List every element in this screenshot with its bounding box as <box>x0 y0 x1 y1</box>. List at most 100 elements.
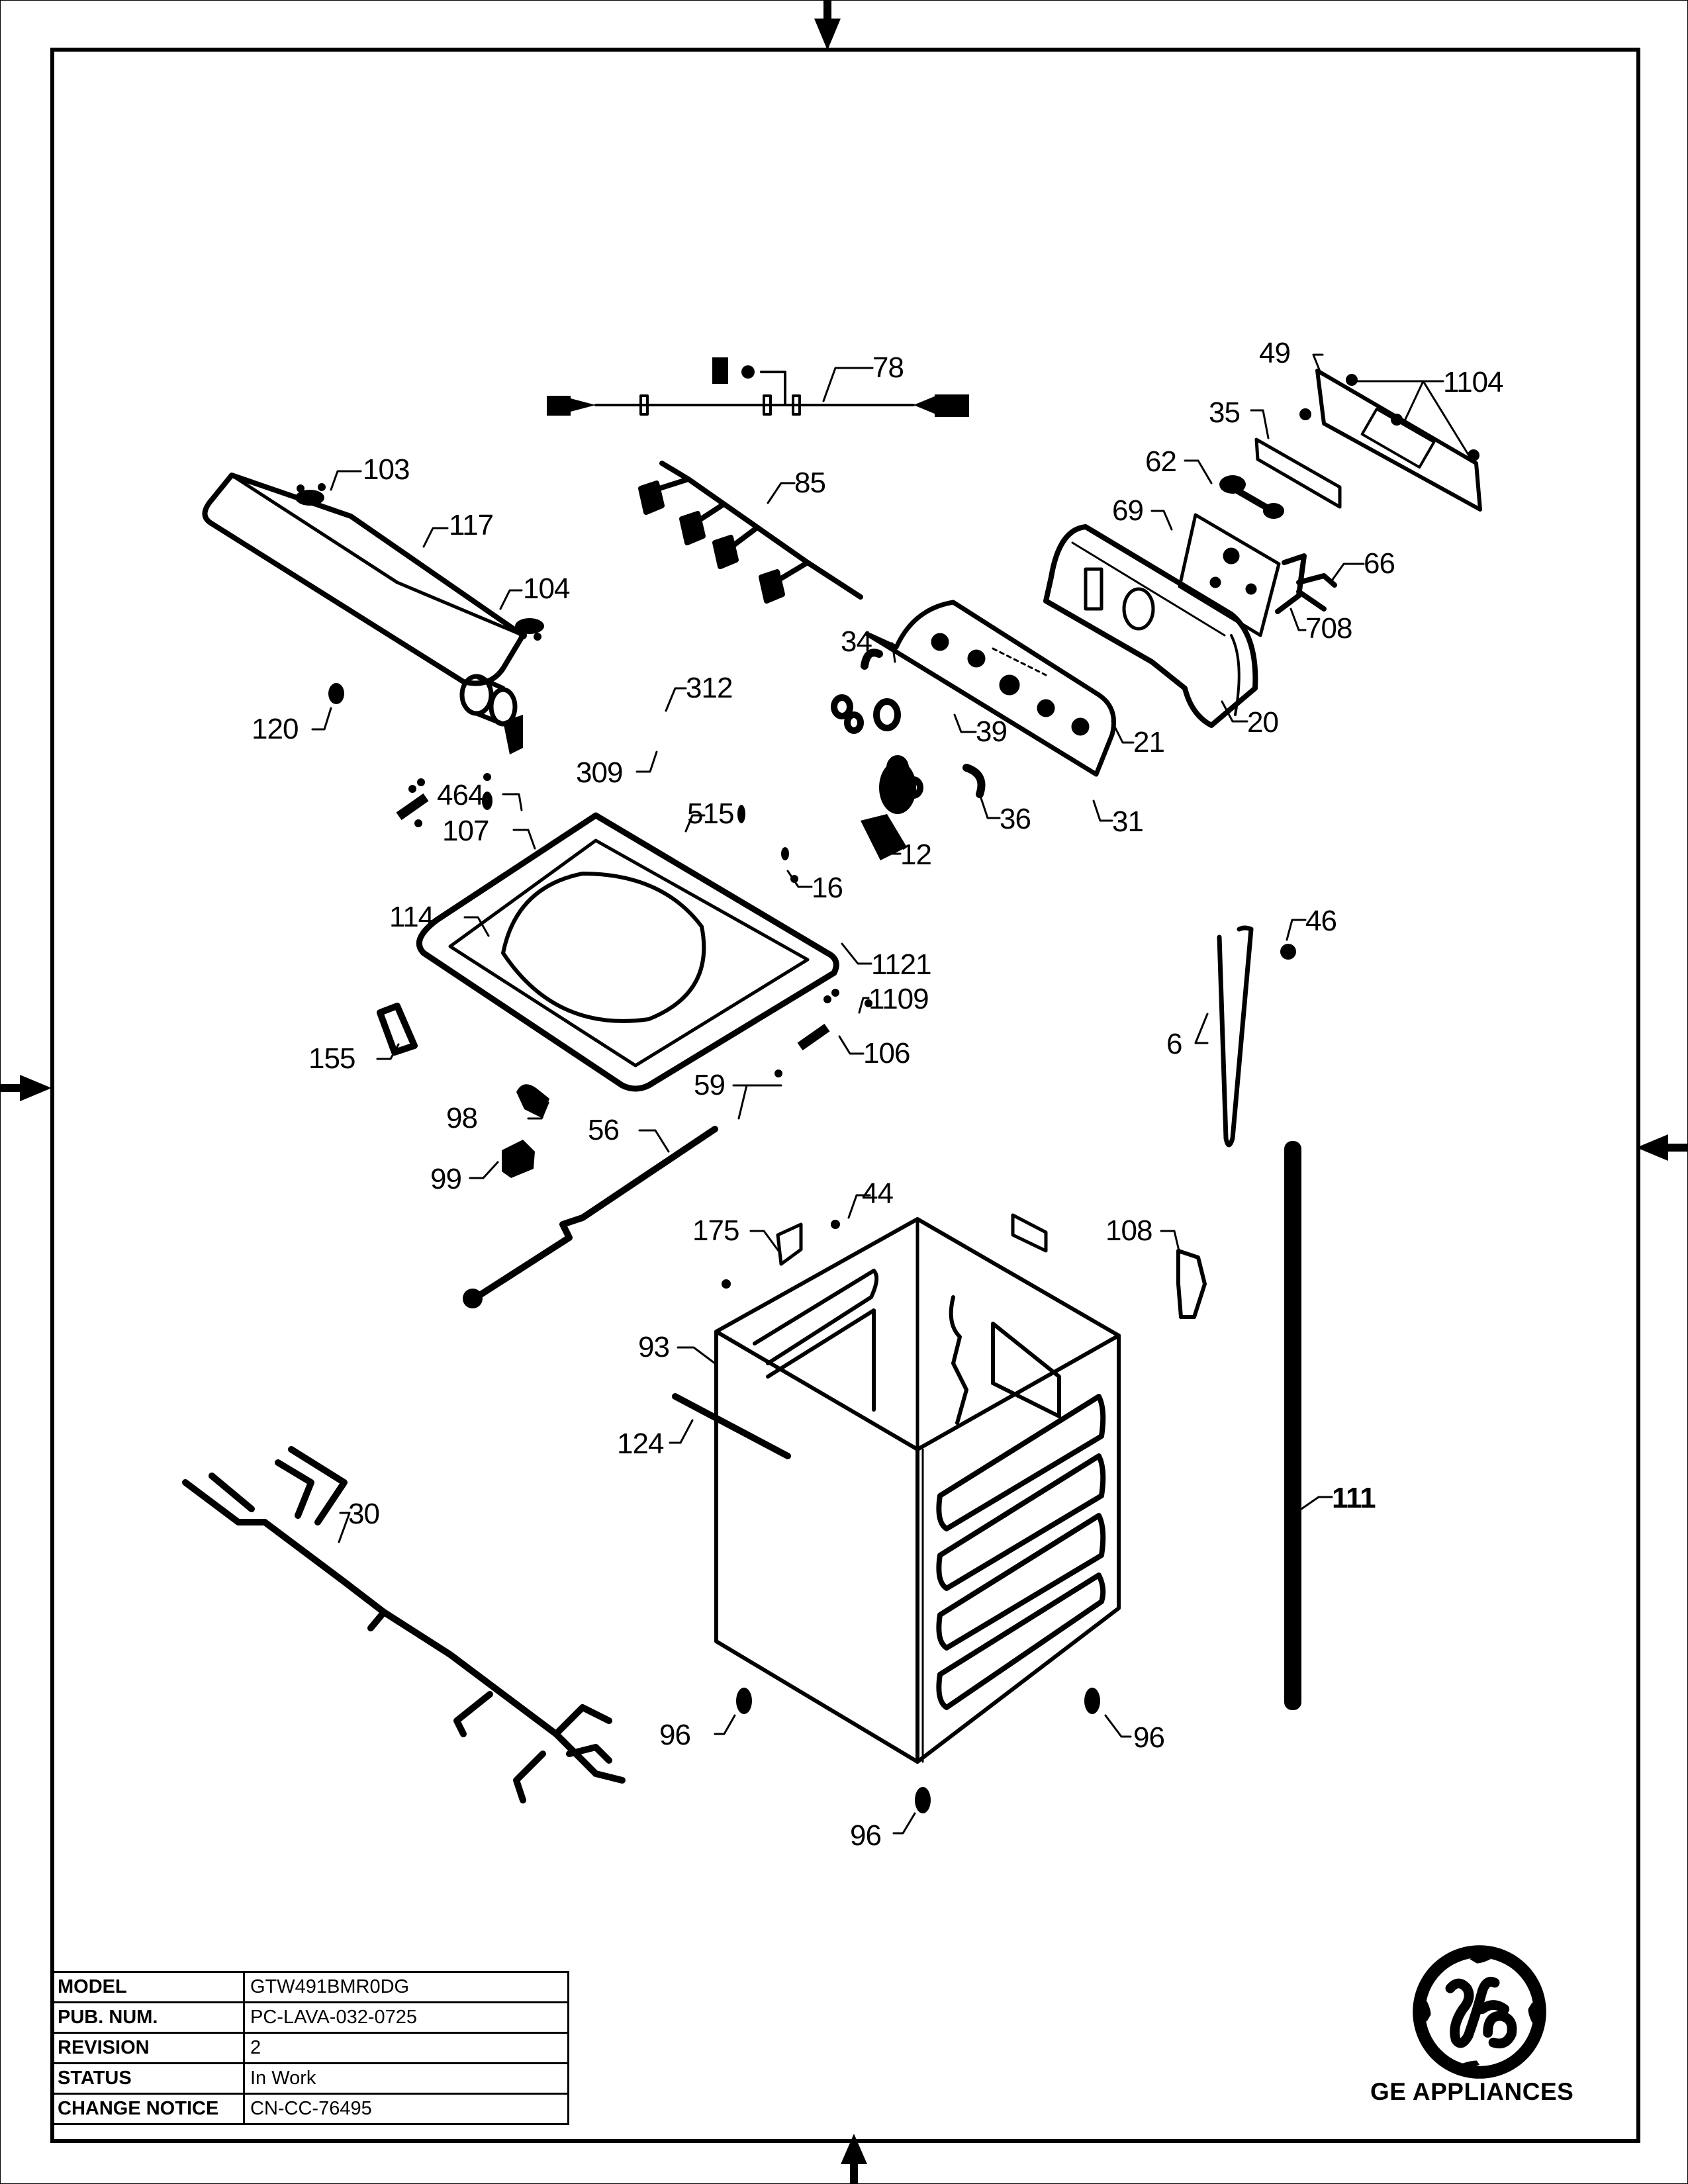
callout-515: 515 <box>687 797 734 830</box>
title-row-status: STATUS In Work <box>50 2062 569 2095</box>
title-key: PUB. NUM. <box>50 2001 245 2034</box>
callout-114: 114 <box>389 901 434 933</box>
part-108-bracket <box>1176 1249 1207 1319</box>
title-value: 2 <box>243 2032 569 2064</box>
part-62-encoder <box>1219 475 1284 519</box>
callout-98: 98 <box>446 1102 478 1134</box>
part-124-rod <box>672 1393 791 1459</box>
part-312-bushing <box>459 674 518 727</box>
top-registration-arrow <box>814 0 841 50</box>
callout-464: 464 <box>437 779 484 811</box>
callout-56: 56 <box>588 1114 620 1146</box>
callout-1109: 1109 <box>868 983 929 1015</box>
callout-21: 21 <box>1133 726 1165 758</box>
part-515-screw <box>482 773 492 810</box>
callout-99: 99 <box>430 1163 462 1195</box>
callout-124: 124 <box>617 1428 664 1460</box>
part-12-assembly <box>861 761 916 860</box>
part-99-part <box>502 1140 535 1178</box>
callout-104: 104 <box>523 572 570 605</box>
title-key: STATUS <box>50 2062 245 2095</box>
part-34-end-cap <box>861 649 883 670</box>
callout-117: 117 <box>449 509 494 541</box>
callout-36: 36 <box>1000 803 1031 835</box>
part-44-screw <box>831 1220 840 1229</box>
left-registration-arrow <box>0 1075 52 1101</box>
part-111-drain-hose <box>1284 1141 1301 1710</box>
callout-155: 155 <box>308 1042 355 1075</box>
callout-93: 93 <box>638 1331 670 1363</box>
title-row-model: MODEL GTW491BMR0DG <box>50 1971 569 2003</box>
part-155-cup <box>377 1003 418 1056</box>
callout-120: 120 <box>252 713 299 745</box>
part-1121-screw <box>781 847 798 883</box>
title-row-revision: REVISION 2 <box>50 2032 569 2064</box>
title-row-pub-num: PUB. NUM. PC-LAVA-032-0725 <box>50 2001 569 2034</box>
callout-96-right: 96 <box>1133 1721 1165 1754</box>
callout-66: 66 <box>1364 547 1395 580</box>
title-value: PC-LAVA-032-0725 <box>243 2001 569 2034</box>
bottom-registration-arrow <box>841 2134 867 2184</box>
title-key: REVISION <box>50 2032 245 2064</box>
callout-108: 108 <box>1105 1214 1152 1247</box>
part-1109-screw <box>865 999 872 1007</box>
part-175-pad-2 <box>1011 1213 1048 1253</box>
part-69-control-board <box>1178 513 1281 637</box>
callout-35: 35 <box>1209 396 1241 429</box>
callout-312: 312 <box>686 672 733 704</box>
part-20-console <box>1043 524 1258 728</box>
callout-1121: 1121 <box>871 948 932 981</box>
right-registration-arrow <box>1636 1134 1688 1161</box>
brand-name: GE APPLIANCES <box>1370 2078 1574 2105</box>
part-59-screw <box>774 1069 782 1077</box>
part-6-hose <box>1217 925 1254 1148</box>
callout-85: 85 <box>794 467 826 499</box>
callout-309: 309 <box>576 756 623 789</box>
part-85-wire-harness <box>638 461 863 604</box>
callout-49: 49 <box>1259 337 1291 369</box>
part-93-cabinet <box>714 1217 1121 1764</box>
callout-708: 708 <box>1305 612 1352 645</box>
part-21-control-panel <box>865 600 1116 777</box>
title-value: In Work <box>243 2062 569 2095</box>
part-49-panel-cover <box>1299 369 1482 512</box>
callout-175: 175 <box>692 1214 739 1247</box>
part-31-end-cap <box>962 764 986 798</box>
title-value: CN-CC-76495 <box>243 2093 569 2125</box>
part-103-hinge <box>295 483 326 506</box>
callout-44: 44 <box>862 1177 894 1210</box>
part-78-cord-harness <box>547 357 969 417</box>
callout-78: 78 <box>872 351 904 384</box>
leader-lines <box>311 353 1471 1835</box>
callout-96-bottom: 96 <box>850 1819 882 1852</box>
part-464-107-parts <box>396 778 429 827</box>
callout-96-left: 96 <box>659 1719 691 1751</box>
title-row-change-notice: CHANGE NOTICE CN-CC-76495 <box>50 2093 569 2125</box>
part-98-part <box>516 1084 549 1118</box>
callout-12: 12 <box>900 839 932 871</box>
part-35-window <box>1254 437 1342 509</box>
part-96-feet <box>736 1688 1100 1813</box>
title-key: MODEL <box>50 1971 245 2003</box>
callout-1104: 1104 <box>1443 366 1504 398</box>
part-104-hinge <box>515 618 544 641</box>
callout-34: 34 <box>841 625 872 658</box>
callout-106: 106 <box>863 1037 910 1069</box>
callout-20: 20 <box>1247 706 1279 739</box>
part-30-main-harness <box>182 1446 626 1803</box>
part-56-harness <box>463 1126 718 1308</box>
drawing-frame <box>50 48 1640 2143</box>
part-106-switch <box>797 989 839 1051</box>
callout-111: 111 <box>1332 1482 1376 1514</box>
callout-16: 16 <box>812 872 843 904</box>
part-114-top-cover <box>416 812 839 1092</box>
part-39-knobs <box>831 694 901 734</box>
part-46-plug <box>1280 944 1296 960</box>
title-key: CHANGE NOTICE <box>50 2093 245 2125</box>
callout-59: 59 <box>694 1069 726 1101</box>
callout-69: 69 <box>1112 494 1144 527</box>
part-175-pad <box>776 1222 803 1266</box>
part-16-clip <box>737 805 745 823</box>
callout-62: 62 <box>1145 445 1177 478</box>
